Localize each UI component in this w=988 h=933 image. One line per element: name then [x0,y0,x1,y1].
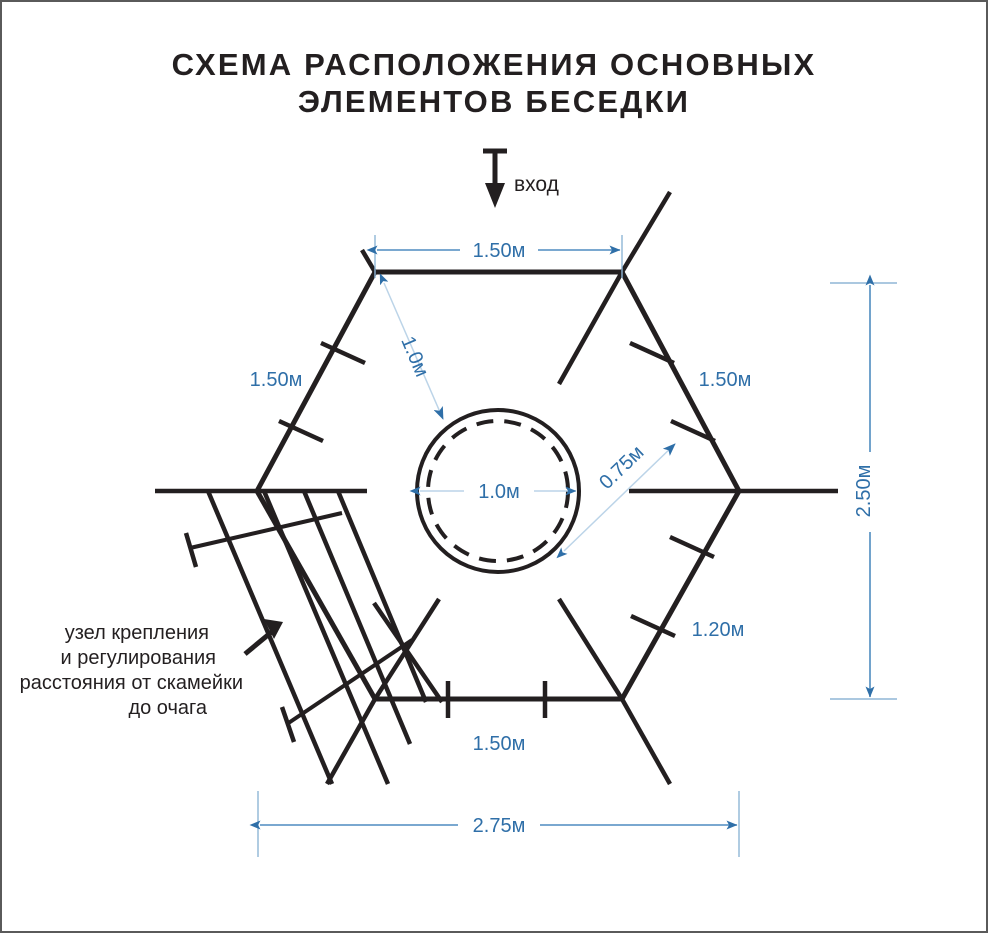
annotation-line-4: до очага [128,697,207,719]
entrance-arrow-head [485,183,505,208]
annotation-line-2: и регулирования [61,647,217,669]
dimension-firepit-to-vertex-line [556,443,676,559]
annotation-line-3: расстояния от скамейки [20,672,243,694]
page-title-line2: ЭЛЕМЕНТОВ БЕСЕДКИ [298,84,690,119]
bench-cross-brace [372,601,444,704]
dimension-bottom-edge-label: 1.50м [473,733,526,755]
joint-tick-lr-1 [669,534,715,560]
rafter-extension-top-left [360,248,377,274]
bench-rail-inner [301,490,413,745]
bench-rail-middle [261,490,391,785]
joint-tick-ul-2 [320,340,366,366]
dimension-width-label: 2.75м [473,815,526,837]
annotation-leader-arrow [243,619,283,656]
inner-rafter-bottom-right [557,597,624,701]
dimension-firepit-diameter: 1.0м [409,479,577,503]
bench-joint-ticks [278,340,716,718]
bench-rung-lower-endcap [279,706,297,743]
joint-tick-ur-1 [629,340,675,366]
joint-tick-lr-2 [630,613,676,639]
dimension-vertex-to-firepit: 1.0м [379,273,444,420]
dimension-width-label-bg [458,813,540,837]
rafter-extensions [155,190,838,786]
dimension-overall-height: 2.50м [830,274,897,700]
entrance-label: вход [514,173,559,196]
page-title-line1: СХЕМА РАСПОЛОЖЕНИЯ ОСНОВНЫХ [172,47,817,82]
bench-rail-outer [205,490,335,785]
hexagon-edge-upper-right [619,270,742,493]
dimension-firepit-diameter-label: 1.0м [478,481,520,503]
bench-rung-upper [189,511,343,550]
annotation-adjustable-joint: узел крепления и регулирования расстояни… [20,619,283,719]
dimension-right-edge-label: 1.50м [699,369,752,391]
entrance-marker: вход [483,148,559,208]
bench-rung-lower [285,638,414,726]
dimension-top-label-bg [460,238,538,262]
dimension-left-edge-label: 1.50м [250,369,303,391]
joint-tick-ul-1 [278,418,324,444]
annotation-leader-head [264,619,283,639]
joint-tick-ur-2 [670,418,716,444]
dimension-lower-right-edge-label: 1.20м [692,619,745,641]
dimension-firepit-label-bg [464,479,534,503]
annotation-leader-shaft [243,628,276,656]
annotation-line-1: узел крепления [65,622,209,644]
gazebo-hexagon [254,269,742,702]
bench-rail-inner2 [335,490,429,703]
dimension-vertex-to-firepit-line [379,273,444,420]
dimension-top-edge: 1.50м [366,235,623,278]
dimension-height-label-bg [858,452,882,532]
dimension-vertex-to-firepit-label: 1.0м [396,333,432,380]
rafter-extension-bottom-left [325,697,377,786]
hexagon-edge-lower-right [619,489,742,701]
rafter-extension-top-right [620,190,672,274]
adjustable-bench-assembly [183,490,444,785]
rafter-extension-bottom-right [620,697,672,786]
dimension-top-label: 1.50м [473,240,526,262]
bench-rung-upper-endcap [183,532,199,568]
dimension-overall-width: 2.75м [249,791,740,857]
dimension-height-label: 2.50м [853,465,875,518]
dimension-firepit-to-vertex-label: 0.75м [595,441,648,493]
inner-rafter-top-right [557,270,624,386]
hexagon-edge-upper-left [254,270,378,493]
